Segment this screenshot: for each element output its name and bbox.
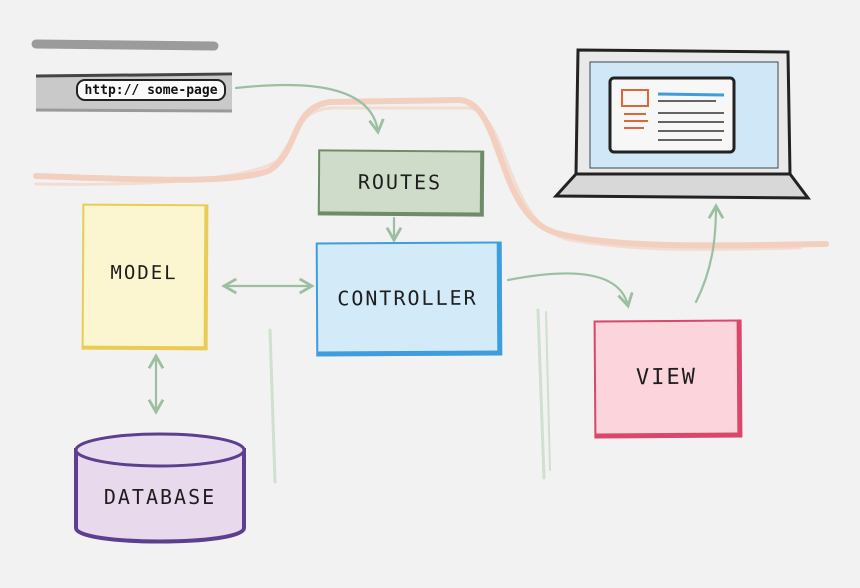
routes-node: ROUTES (317, 149, 485, 217)
database-label: DATABASE (103, 485, 217, 509)
flow-arrows (147, 83, 725, 415)
faint-strokes (268, 308, 551, 484)
model-node: MODEL (81, 203, 209, 351)
controller-node: CONTROLLER (315, 241, 503, 357)
database-cylinder (74, 432, 246, 544)
view-node: VIEW (593, 319, 743, 439)
laptop-icon (552, 48, 812, 200)
url-to-routes-arrow (234, 83, 385, 135)
controller-label: CONTROLLER (337, 285, 478, 310)
model-label: MODEL (110, 261, 178, 285)
database-node: DATABASE (76, 462, 244, 532)
view-to-laptop-arrow (694, 203, 725, 304)
url-field: http:// some-page (76, 79, 226, 101)
routes-label: ROUTES (357, 169, 443, 195)
controller-to-view-arrow (506, 272, 634, 309)
view-label: VIEW (635, 364, 698, 391)
request-pipe (33, 96, 829, 252)
